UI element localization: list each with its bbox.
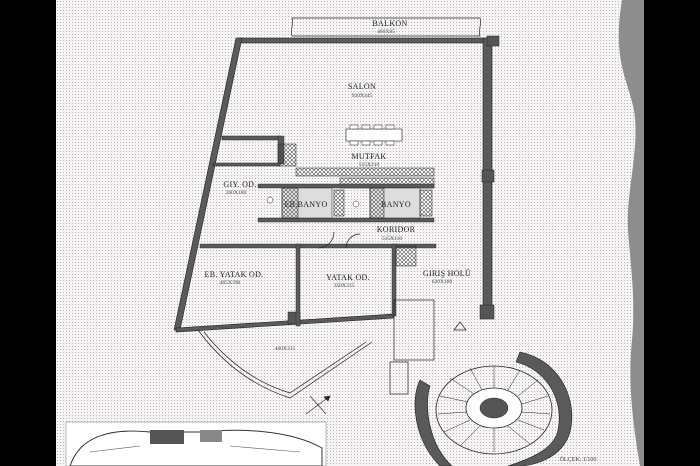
room-dims-giris: 620X180 [432,279,453,285]
balcony-outline [291,17,481,37]
stair-treads [437,366,551,452]
shaft-mid [333,189,345,217]
room-dims-yatak: 350X315 [334,283,355,289]
terrain-shape [618,0,644,466]
balcony-label: BALKON [372,19,407,28]
eb-banyo-shower [281,187,299,219]
room-label-eb-banyo: EB.BANYO [284,200,327,209]
plan-sheet [56,0,644,466]
stair-outer [507,351,573,466]
stair-inner [479,397,509,419]
terrace-dims: 460X315 [275,346,296,352]
room-label-giris: GIRIŞ HOLÜ [423,269,471,278]
entry-arrow [453,321,467,331]
terrace-outline [197,329,373,399]
column-right-mid [481,169,495,183]
kitchen-counter [295,167,435,177]
outer-wall-bottom [175,313,395,333]
room-label-salon: SALON [348,82,376,91]
elevator-shaft [389,361,409,395]
wall-bath-bottom [257,217,435,223]
column-right-bottom [479,304,495,320]
room-label-yatak: YATAK OD. [326,273,370,282]
wc-banyo [352,200,360,208]
door-swing-eb [317,231,335,249]
wall-bath-top [257,183,435,189]
wall-giy-bottom [212,162,281,167]
north-arrow-icon [305,395,331,415]
shaft-right [419,189,433,217]
room-dims-mutfak: 515X210 [359,162,380,168]
room-label-eb-yatak: EB. YATAK OD. [205,270,264,279]
room-dims-salon: 920X445 [352,93,373,99]
scale-label: ÖLÇEK: 1/100 [560,456,597,463]
room-label-koridor: KORIDOR [377,225,416,234]
door-swing-yatak [345,233,361,249]
outer-wall-top [237,37,491,44]
column-top-right [486,35,500,47]
wall-giy-top [221,135,281,141]
entry-vestibule [393,299,435,361]
room-label-mutfak: MUTFAK [352,152,387,161]
key-plan-thumbnail [65,421,327,466]
dining-table [345,128,403,142]
wall-bedroom-divider [295,243,301,327]
terrace-inner [203,331,367,394]
closet-giris [395,245,417,267]
shaft-left [277,143,297,167]
wc-eb [266,196,274,204]
room-dims-koridor: 515X110 [382,236,403,242]
stair-outer-left [414,379,453,466]
room-dims-giy-od: 260X180 [226,190,247,196]
balcony-dims: 460X85 [377,29,395,35]
dining-chairs [349,124,395,146]
room-label-banyo: BANYO [381,200,411,209]
banyo-shower [369,187,385,219]
room-label-giy-od: GIY. OD. [223,180,256,189]
room-dims-eb-yatak: 465X390 [220,280,241,286]
